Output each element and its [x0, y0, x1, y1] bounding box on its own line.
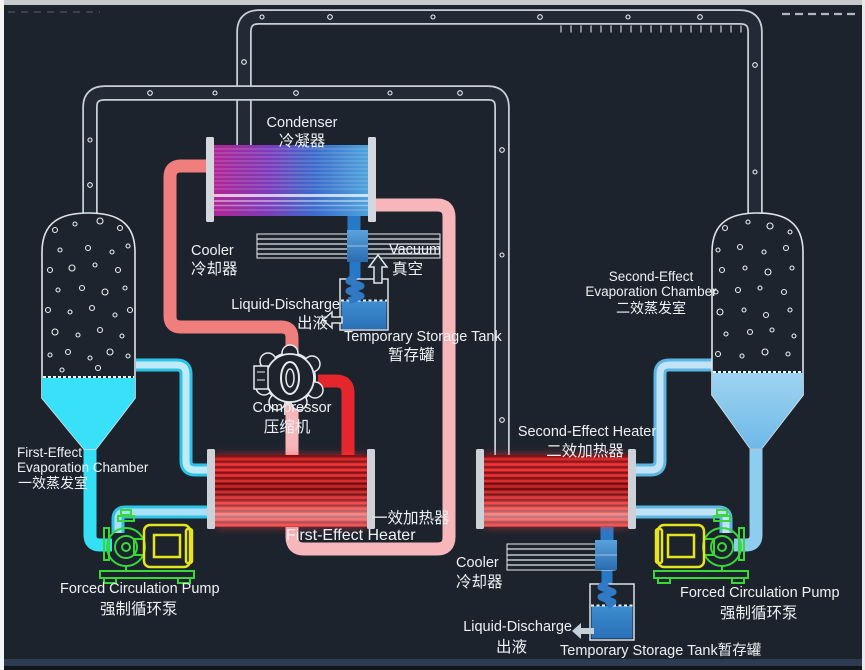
- liquid-discharge-top-label-zh: 出液: [296, 315, 328, 332]
- liquid-discharge-arrow-top: [321, 310, 343, 330]
- liquid-discharge-arrow-bottom: [572, 623, 594, 639]
- storage-tank-bottom-label: Temporary Storage Tank暂存罐: [560, 643, 762, 659]
- first-effect-heater-label-zh: 一效加热器: [372, 510, 450, 527]
- liquid-discharge-bottom-label-en: Liquid-Discharge: [463, 619, 572, 635]
- storage-tank-bottom: [589, 579, 635, 641]
- bubbles-left: [44, 217, 134, 373]
- second-effect-chamber-label-line1: Second-Effect: [608, 269, 694, 284]
- vacuum-label-zh: 真空: [392, 261, 424, 278]
- top-edge: [0, 0, 865, 5]
- forced-circulation-pump-left: [99, 509, 195, 584]
- bottom-strip: [0, 659, 865, 666]
- condenser-label-zh: 冷凝器: [278, 133, 326, 150]
- condenser: [206, 137, 376, 222]
- second-effect-chamber-label-zh: 二效蒸发室: [616, 300, 686, 316]
- storage-tank-top: [339, 273, 389, 331]
- vapor-pipe-first-effect-to-second-heater: [82, 85, 510, 456]
- pump-left-label-en: Forced Circulation Pump: [60, 581, 220, 597]
- forced-circulation-pump-right: [653, 509, 749, 584]
- cooler-top: [256, 230, 441, 262]
- second-effect-chamber-label-line2: Evaporation Chamber: [585, 284, 717, 299]
- vacuum-arrow-icon: [367, 253, 389, 284]
- left-circulation-pipes: [83, 358, 209, 552]
- compressor-label-en: Compressor: [252, 400, 332, 416]
- cooler-bottom: [506, 540, 617, 571]
- storage-tank-top-label-en: Temporary Storage Tank: [344, 329, 502, 345]
- second-effect-heater: [476, 449, 636, 529]
- liquid-discharge-top-label-en: Liquid-Discharge: [231, 297, 340, 313]
- second-effect-heater-label-zh: 二效加热器: [546, 443, 624, 460]
- pipe-bubbles: [87, 14, 758, 423]
- pump-left-label-zh: 强制循环泵: [100, 601, 178, 618]
- right-circulation-pipes: [636, 358, 763, 552]
- first-effect-chamber-label-line2: Evaporation Chamber: [17, 460, 149, 475]
- cooler-top-label-zh: 冷却器: [191, 261, 238, 278]
- compressor-icon: [253, 344, 324, 411]
- liquid-discharge-bottom-label-zh: 出液: [495, 639, 527, 656]
- cooler-bottom-label-en: Cooler: [456, 555, 499, 571]
- bubbles-right: [713, 219, 797, 359]
- first-effect-heater-label-en: First-Effect Heater: [286, 527, 416, 544]
- bottom-edge: [0, 666, 865, 670]
- compressor-label-zh: 压缩机: [263, 419, 311, 436]
- vacuum-label-en: Vacuum: [389, 242, 442, 258]
- pink-pipe-condenser-to-compressor: [285, 198, 456, 556]
- first-effect-heater: [207, 449, 375, 529]
- first-effect-chamber-label-zh: 一效蒸发室: [18, 475, 88, 491]
- cooler-top-label-en: Cooler: [191, 243, 234, 259]
- first-effect-evaporation-chamber: [41, 212, 136, 450]
- condenser-label-en: Condenser: [266, 115, 338, 131]
- vapor-pipe-second-effect-to-condenser: [236, 9, 763, 213]
- cooler-bottom-label-zh: 冷却器: [456, 574, 503, 591]
- left-edge: [0, 0, 4, 670]
- pump-right-label-zh: 强制循环泵: [720, 605, 798, 622]
- storage-tank-top-label-zh: 暂存罐: [388, 347, 435, 364]
- second-effect-evaporation-chamber: [711, 212, 804, 449]
- right-edge: [862, 0, 865, 670]
- red-pipe-compressor-to-first-heater: [318, 374, 355, 456]
- first-effect-chamber-label-line1: First-Effect: [17, 445, 83, 460]
- pump-right-label-en: Forced Circulation Pump: [680, 585, 840, 601]
- salmon-pipe-condenser-to-compressor: [163, 159, 299, 354]
- second-effect-heater-label-en: Second-Effect Heater: [517, 424, 657, 440]
